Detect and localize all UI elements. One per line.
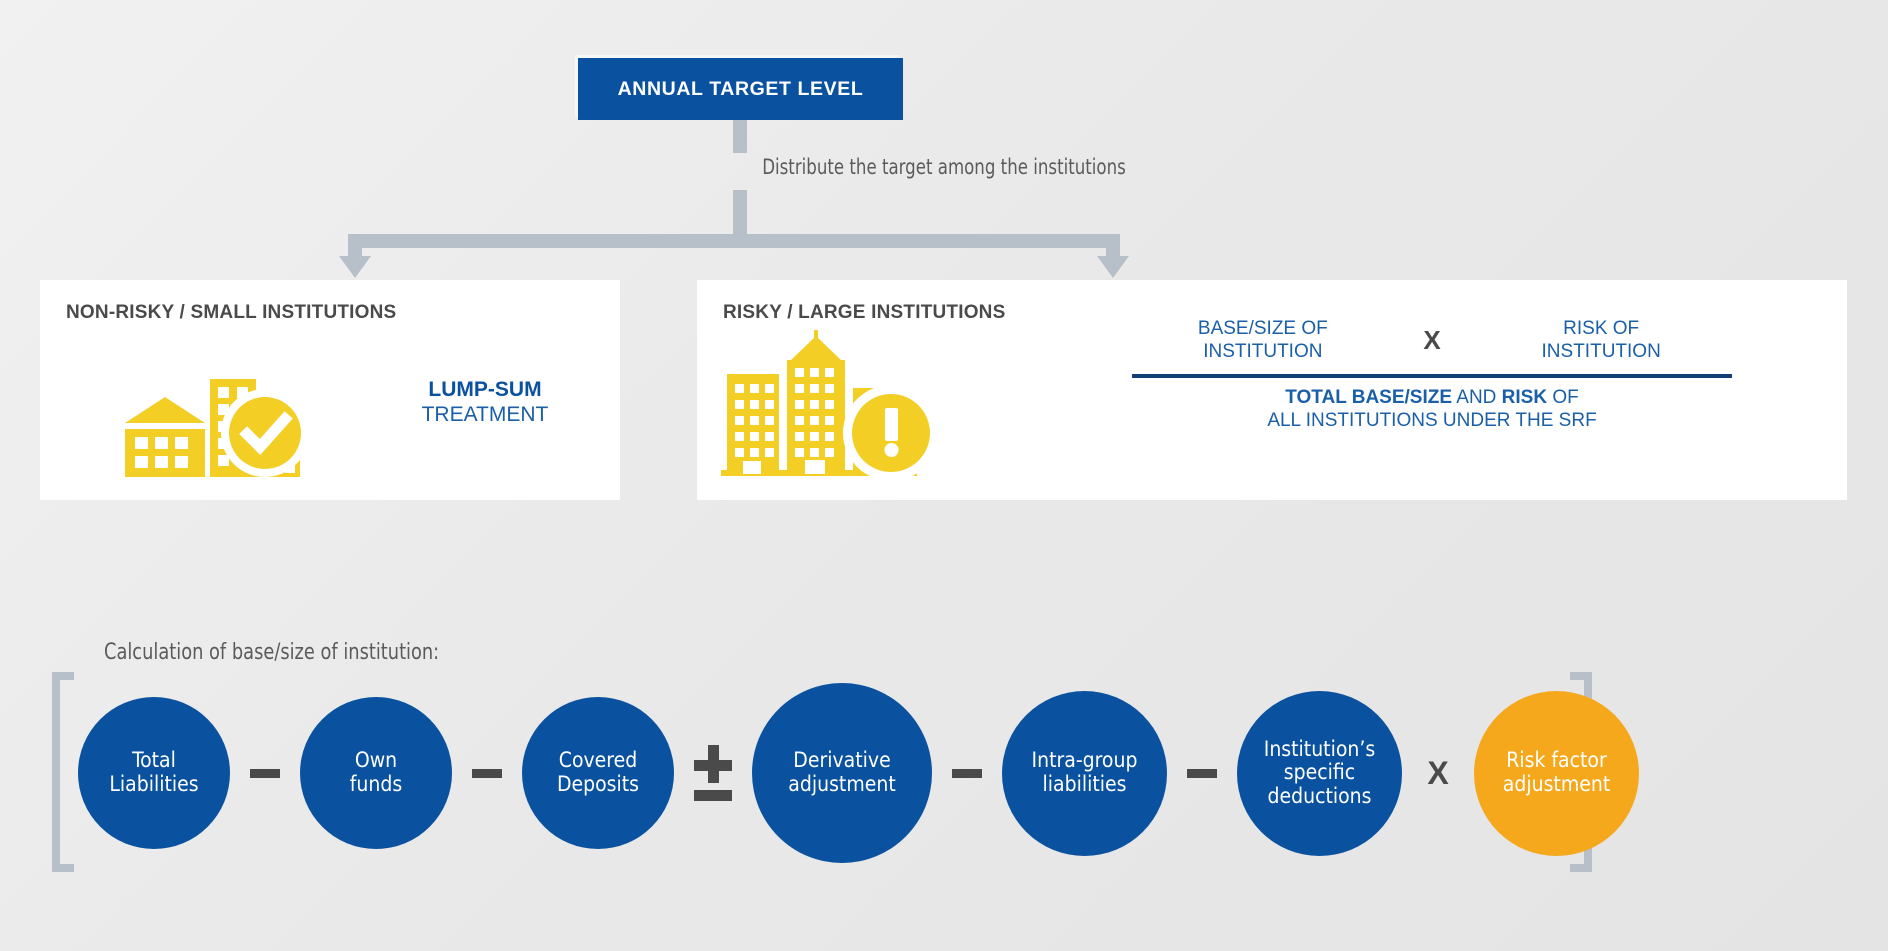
connector-horizontal-bar [348, 234, 1120, 248]
risk-based-contribution-formula: BASE/SIZE OF INSTITUTION X RISK OF INSTI… [1052, 318, 1812, 433]
calc-node-label: Derivative adjustment [788, 748, 896, 796]
treatment-label: TREATMENT [421, 402, 549, 426]
calc-operator-minus [932, 768, 1002, 778]
small-buildings-check-icon [110, 375, 309, 485]
calc-operator-minus [452, 768, 522, 778]
formula-base-size-of-institution: BASE/SIZE OF INSTITUTION [1197, 318, 1328, 362]
plus-icon [694, 745, 732, 783]
minus-icon [952, 768, 982, 778]
annual-target-level-banner: ANNUAL TARGET LEVEL [578, 58, 903, 120]
formula-risk-bold: RISK [1501, 386, 1548, 408]
annual-target-level-label: ANNUAL TARGET LEVEL [617, 77, 864, 100]
calc-node-covered-deposits: Covered Deposits [522, 697, 674, 849]
arrow-down-left-icon [339, 256, 371, 278]
calc-node-risk-factor-adjustment: Risk factor adjustment [1474, 690, 1639, 856]
formula-numerator: BASE/SIZE OF INSTITUTION X RISK OF INSTI… [1052, 318, 1812, 370]
formula-denominator-line1: TOTAL BASE/SIZE AND RISK OF [1052, 386, 1812, 410]
calc-operator-minus [230, 768, 300, 778]
minus-icon [250, 768, 280, 778]
panel-right-title: RISKY / LARGE INSTITUTIONS [723, 302, 1006, 323]
calc-operator-plusminus [674, 745, 752, 801]
calc-node-intra-group-liabilities: Intra-group liabilities [1002, 690, 1167, 856]
calc-node-label: Institution’s specific deductions [1263, 736, 1376, 808]
large-buildings-warning-icon [719, 330, 949, 485]
lump-sum-label: LUMP-SUM [428, 378, 542, 401]
calc-node-institution-s-specific-deductions: Institution’s specific deductions [1237, 690, 1402, 856]
formula-fraction-rule [1132, 373, 1732, 378]
lump-sum-treatment-text: LUMP-SUM TREATMENT [370, 378, 600, 428]
calc-node-label: Total Liabilities [109, 748, 199, 796]
calc-node-own-funds: Own funds [300, 697, 452, 849]
calculation-caption: Calculation of base/size of institution: [104, 640, 440, 665]
formula-total-base-size-bold: TOTAL BASE/SIZE [1285, 386, 1453, 408]
bracket-open [52, 672, 74, 872]
calc-node-total-liabilities: Total Liabilities [78, 697, 230, 849]
formula-denominator-line2: ALL INSTITUTIONS UNDER THE SRF [1267, 410, 1597, 432]
connector-drop-left [348, 248, 362, 258]
formula-denominator: TOTAL BASE/SIZE AND RISK OF ALL INSTITUT… [1052, 386, 1812, 434]
formula-risk-of-institution: RISK OF INSTITUTION [1541, 318, 1661, 362]
distribute-target-label: Distribute the target among the institut… [762, 155, 1126, 179]
minus-icon [1187, 768, 1217, 778]
connector-stem-upper [733, 120, 747, 153]
minus-icon [694, 790, 732, 801]
calc-node-label: Own funds [349, 748, 403, 796]
formula-of-text: OF [1547, 386, 1579, 408]
calc-node-label: Risk factor adjustment [1502, 748, 1611, 796]
connector-stem-lower [733, 190, 747, 234]
arrow-down-right-icon [1097, 256, 1129, 278]
calc-node-label: Intra-group liabilities [1031, 748, 1138, 796]
panel-left-title: NON-RISKY / SMALL INSTITUTIONS [66, 302, 397, 323]
panel-non-risky-small-institutions: NON-RISKY / SMALL INSTITUTIONS [40, 280, 620, 500]
calc-node-label: Covered Deposits [556, 748, 640, 796]
panel-risky-large-institutions: RISKY / LARGE INSTITUTIONS [697, 280, 1847, 500]
formula-multiply-operator: X [1423, 325, 1441, 356]
base-size-calculation-row: Total Liabilities Own funds Covered Deposi… [78, 678, 1848, 868]
formula-and-text: AND [1452, 386, 1502, 408]
calc-operator-minus [1167, 768, 1237, 778]
connector-drop-right [1106, 248, 1120, 258]
calc-node-derivative-adjustment: Derivative adjustment [752, 683, 932, 863]
calc-operator-times: X [1427, 754, 1449, 791]
minus-icon [472, 768, 502, 778]
